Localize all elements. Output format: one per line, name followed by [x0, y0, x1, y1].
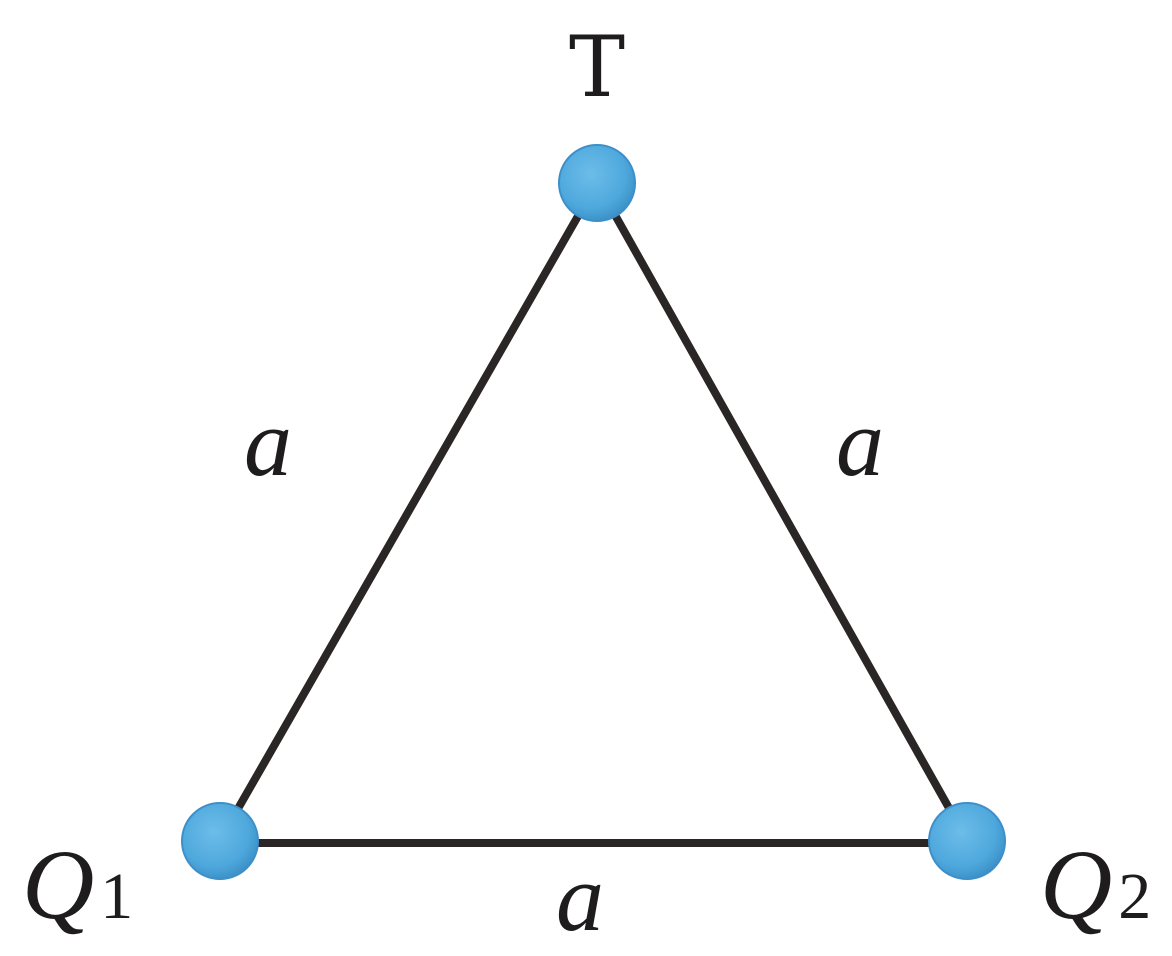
label-bottom-left-vertex: Q1 — [22, 829, 133, 940]
label-edge-left: a — [244, 389, 292, 496]
label-q1-subscript: 1 — [100, 860, 133, 933]
node-top — [558, 144, 636, 222]
edge-right — [593, 179, 971, 844]
label-bottom-right-vertex: Q2 — [1040, 829, 1151, 940]
edge-left — [216, 179, 601, 844]
label-q1-main: Q — [22, 829, 94, 940]
node-bottom-left — [181, 802, 259, 880]
label-edge-bottom: a — [556, 844, 604, 951]
label-edge-right: a — [836, 389, 884, 496]
label-top-vertex: T — [569, 18, 625, 116]
label-q2-subscript: 2 — [1118, 860, 1151, 933]
node-bottom-right — [928, 802, 1006, 880]
label-q2-main: Q — [1040, 829, 1112, 940]
